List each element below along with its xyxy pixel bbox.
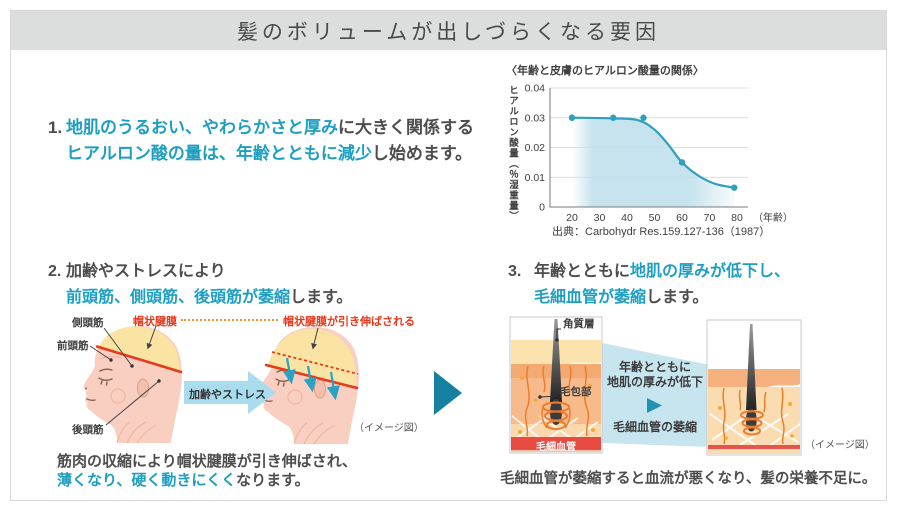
aging-stress-arrow (184, 371, 276, 414)
section-2-caption-1: 筋肉の収縮により帽状腱膜が引き伸ばされ、 (57, 453, 357, 470)
svg-text:30: 30 (594, 212, 606, 224)
small-arrow-triangle (647, 398, 662, 413)
section-3-number: 3. (508, 263, 522, 280)
section-1-number: 1. (48, 118, 63, 137)
hyaluronic-acid-line-chart: 0 0.01 0.02 0.03 0.04 20 30 40 50 60 70 80 （年齢） (525, 83, 793, 225)
svg-text:0.03: 0.03 (525, 112, 546, 124)
capillary-band (511, 437, 601, 450)
leader-lines (89, 325, 319, 426)
page-title: 髪のボリュームが出しづらくなる要因 (236, 19, 661, 44)
svg-text:70: 70 (704, 212, 716, 224)
plain-text: します。 (646, 289, 709, 306)
svg-text:40: 40 (621, 212, 633, 224)
section-3-line-2: 毛細血管が萎縮します。 (534, 288, 708, 308)
galea-stretched-label: 帽状腱膜が引き伸ばされる (283, 316, 415, 328)
svg-text:20: 20 (566, 212, 578, 224)
scalp-cap (99, 326, 180, 372)
transition-text-1: 年齢とともに (618, 360, 691, 374)
accent-text: 薄くなり、硬く動きにくく (57, 472, 237, 489)
temporal-muscle-label: 側頭筋 (72, 317, 104, 329)
svg-text:0.01: 0.01 (525, 172, 546, 184)
plain-text: 年齢とともに (534, 263, 631, 280)
section-2-line-1: 加齢やストレスにより (66, 263, 226, 280)
section-3-caption: 毛細血管が萎縮すると血流が悪くなり、髪の栄養不足に。 (500, 471, 877, 487)
svg-text:60: 60 (676, 212, 688, 224)
galea-dotted-line (271, 351, 359, 375)
section-2-number: 2. (48, 263, 62, 280)
svg-text:50: 50 (649, 212, 661, 224)
head-after-illustration (260, 326, 360, 445)
stratum-corneum-label: 角質層 (563, 318, 595, 330)
shrunken-capillary-line (708, 445, 800, 449)
scalp-cap (268, 329, 356, 387)
hair-shaft (550, 319, 562, 402)
plain-text: なります。 (236, 472, 310, 489)
svg-text:0.02: 0.02 (525, 142, 546, 154)
pull-arrows (282, 357, 340, 401)
accent-text: ヒアルロン酸の量は、年齢とともに減少 (66, 144, 372, 163)
capillary-label: 毛細血管 (536, 442, 576, 453)
image-note: （イメージ図） (354, 423, 424, 434)
section-3-line-1: 年齢とともに地肌の厚みが低下し、 (534, 262, 790, 282)
section-1-line-1: 地肌のうるおい、やわらかさと厚みに大きく関係する (66, 118, 474, 138)
dotted-connector-line (181, 319, 278, 321)
section-2-line-2: 前頭筋、側頭筋、後頭筋が萎縮します。 (66, 288, 352, 308)
section-1-line-2: ヒアルロン酸の量は、年齢とともに減少し始めます。 (66, 144, 472, 164)
accent-text: 地肌のうるおい、やわらかさと厚み (66, 118, 338, 137)
accent-text: 地肌の厚みが低下し、 (630, 263, 791, 280)
plain-text: します。 (290, 289, 353, 306)
aging-stress-arrow-label: 加齢やストレス (189, 389, 266, 401)
plain-text: し始めます。 (371, 144, 473, 163)
frontal-muscle-label: 前頭筋 (57, 340, 89, 352)
transition-text-2: 地肌の厚みが低下 (606, 375, 703, 389)
chart-source: 出典：Carbohydr Res.159.127-136（1987） (552, 226, 771, 238)
svg-text:0.04: 0.04 (525, 83, 546, 95)
section-2-caption-2: 薄くなり、硬く動きにくくなります。 (57, 469, 310, 490)
accent-text: 毛細血管が萎縮 (534, 289, 647, 306)
plain-text: に大きく関係する (338, 118, 474, 137)
head-diagram-svg (83, 325, 360, 445)
svg-text:0: 0 (539, 202, 545, 214)
occipital-muscle-label: 後頭筋 (72, 424, 104, 436)
capillary-coils (542, 401, 570, 430)
skin-panel-after (706, 319, 802, 456)
svg-text:80: 80 (731, 212, 743, 224)
title-bar: 髪のボリュームが出しづらくなる要因 (11, 11, 886, 50)
hair-follicle-label: 毛包部 (560, 386, 592, 398)
image-note: （イメージ図） (805, 440, 875, 451)
hair-shaft (746, 324, 757, 410)
transition-trapezoid (602, 343, 710, 447)
accent-text: 前頭筋、側頭筋、後頭筋が萎縮 (66, 289, 291, 306)
galea-line-stretched (264, 363, 359, 390)
leader-lines (538, 328, 561, 399)
svg-text:（年齢）: （年齢） (753, 211, 793, 224)
skin-diagram-svg (509, 316, 802, 456)
section-divider-triangle (434, 371, 462, 415)
galea-line (95, 345, 183, 374)
chart-title: 〈年齢と皮膚のヒアルロン酸量の関係〉 (506, 65, 704, 77)
galea-label: 帽状腱膜 (133, 316, 177, 328)
transition-text-3: 毛細血管の萎縮 (612, 420, 697, 434)
chart-y-axis-label: ヒアルロン酸量（％湿重量） (507, 85, 518, 222)
capillary-coils (740, 410, 764, 436)
